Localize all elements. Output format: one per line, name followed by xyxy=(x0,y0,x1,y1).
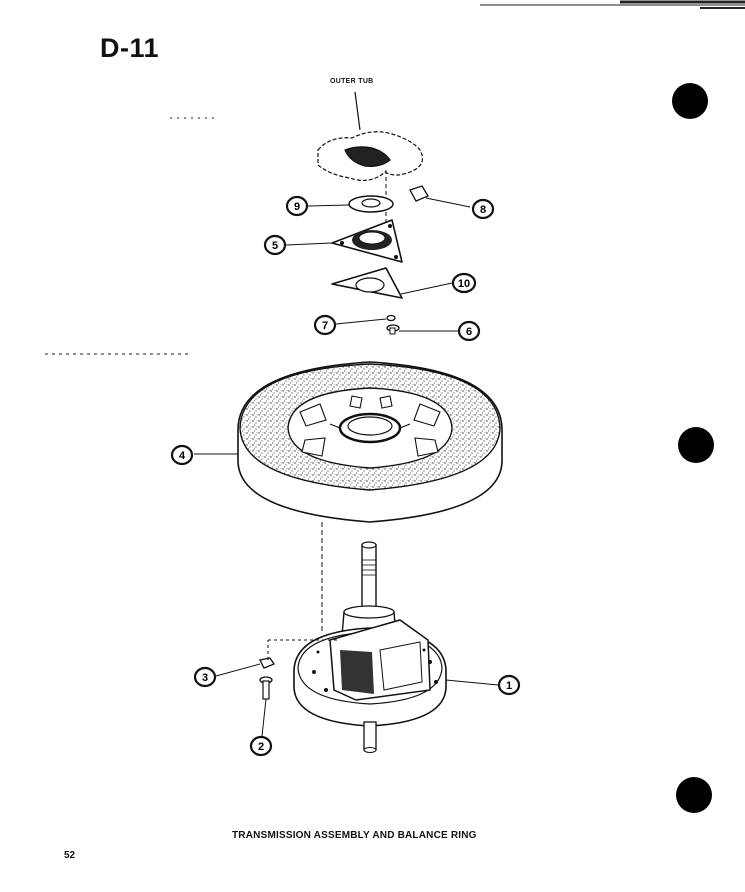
callout-6: 6 xyxy=(457,320,481,342)
figure-caption: TRANSMISSION ASSEMBLY AND BALANCE RING xyxy=(232,830,477,841)
part-9-seal xyxy=(307,195,394,213)
callout-10: 10 xyxy=(451,272,477,294)
outer-tub-label: OUTER TUB xyxy=(330,78,374,85)
outer-tub-fragment xyxy=(317,91,423,182)
page-code: D-11 xyxy=(100,33,160,63)
callout-3-label: 3 xyxy=(202,672,208,684)
part-8-fitting xyxy=(409,185,471,208)
part-4-balance-ring xyxy=(194,361,503,523)
callout-6-label: 6 xyxy=(466,326,472,338)
callout-4-label: 4 xyxy=(179,450,186,462)
callout-10-label: 10 xyxy=(458,278,470,290)
part-2-bolt xyxy=(259,676,273,737)
callout-2: 2 xyxy=(249,735,273,757)
callout-7: 7 xyxy=(313,314,337,336)
callout-5-label: 5 xyxy=(272,240,278,252)
callout-7-label: 7 xyxy=(322,320,328,332)
part-6-screw xyxy=(386,324,458,335)
callout-3: 3 xyxy=(193,666,217,688)
callout-5: 5 xyxy=(263,234,287,256)
part-5-bearing-plate xyxy=(285,219,403,263)
callout-8: 8 xyxy=(471,198,495,220)
callout-8-label: 8 xyxy=(480,204,486,216)
page-number: 52 xyxy=(64,850,76,861)
callout-2-label: 2 xyxy=(258,741,264,753)
binder-hole xyxy=(672,83,708,119)
part-3-nut xyxy=(215,639,340,677)
callout-1: 1 xyxy=(497,674,521,696)
callout-9-label: 9 xyxy=(294,201,300,213)
part-7-washer xyxy=(335,314,396,325)
callout-9: 9 xyxy=(285,195,309,217)
callout-4: 4 xyxy=(170,444,194,466)
scan-noise xyxy=(45,0,745,355)
binder-hole xyxy=(676,777,712,813)
part-1-transmission xyxy=(293,541,499,753)
binder-hole xyxy=(678,427,714,463)
callout-1-label: 1 xyxy=(506,680,512,692)
part-10-gasket xyxy=(331,267,453,299)
